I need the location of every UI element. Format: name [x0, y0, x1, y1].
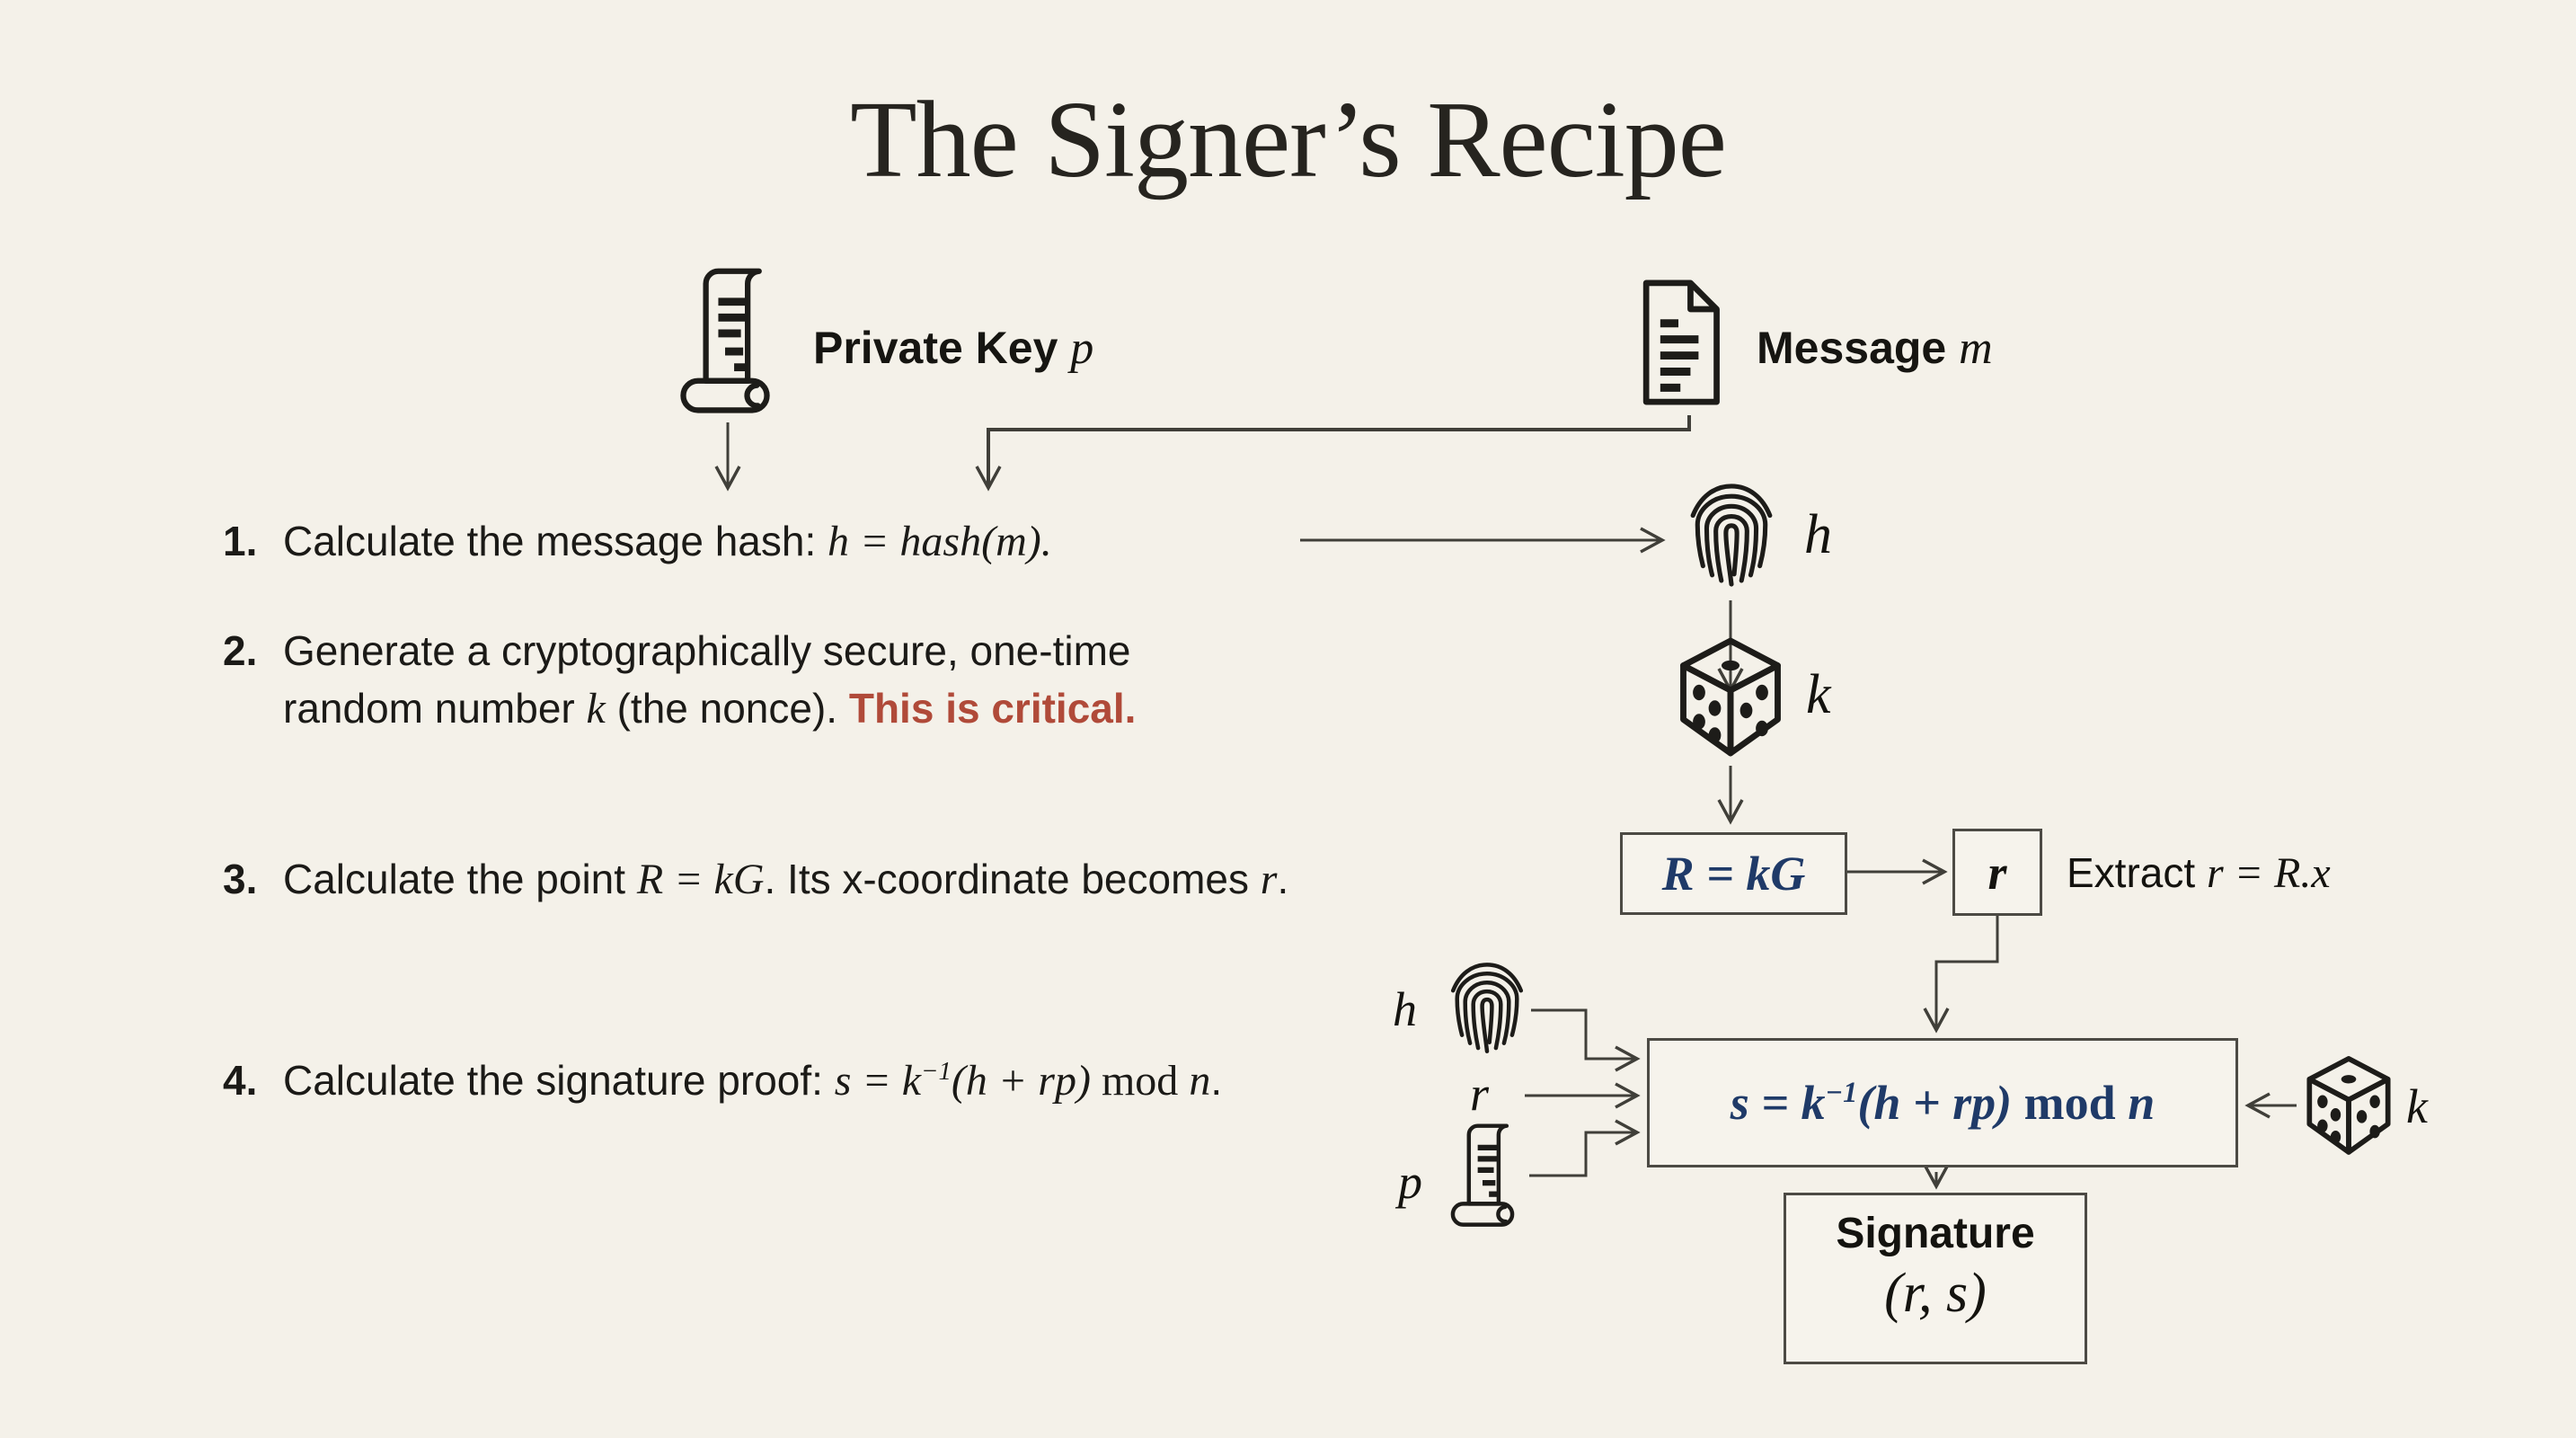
step-2-line2-after: (the nonce). — [605, 685, 849, 732]
step-4-formula: s = k−1(h + rp) mod n — [835, 1057, 1211, 1105]
hash-symbol: h — [1804, 504, 1832, 565]
extract-label: Extract r = R.x — [2067, 848, 2331, 898]
step-4-number: 4. — [223, 1057, 258, 1104]
r-box-value: r — [1987, 845, 2007, 900]
s-calc-box: s = k−1(h + rp) mod n — [1647, 1038, 2238, 1167]
signature-value: (r, s) — [1884, 1263, 1987, 1324]
message-text: Message — [1757, 323, 1960, 373]
step-2-line1: 2. Generate a cryptographically secure, o… — [223, 622, 1136, 679]
s-f-n: n — [2128, 1076, 2156, 1130]
nonce-input-symbol: k — [2406, 1079, 2428, 1133]
step-3-number: 3. — [223, 856, 258, 902]
fingerprint-small-icon — [1447, 958, 1527, 1059]
r-box: r — [1952, 829, 2042, 916]
arrow-key-input-to-sbox — [1529, 1119, 1641, 1177]
step-2-nonce-var: k — [586, 685, 606, 732]
dice-small-icon — [2302, 1044, 2395, 1170]
step-1-number: 1. — [223, 518, 258, 564]
extract-formula: r = R.x — [2206, 849, 2331, 897]
s-input-hash-symbol: h — [1393, 982, 1417, 1036]
fingerprint-icon — [1686, 479, 1777, 592]
s-calc-formula: s = k−1(h + rp) mod n — [1731, 1075, 2155, 1131]
scroll-icon — [668, 268, 782, 417]
nonce-symbol: k — [1806, 664, 1831, 725]
page-title: The Signer’s Recipe — [850, 79, 1727, 200]
private-key-text: Private Key — [813, 323, 1071, 373]
arrow-rbox-to-sbox — [1923, 916, 1999, 1034]
dice-icon — [1673, 636, 1788, 762]
r-calc-formula: R = kG — [1661, 847, 1806, 901]
step-4-f-pre: s = k — [834, 1057, 922, 1105]
step-4-f-sup: −1 — [921, 1057, 952, 1086]
s-f-mod: mod — [2012, 1076, 2129, 1130]
s-f-pre: s = k — [1730, 1076, 1826, 1130]
step-4-text: Calculate the signature proof: — [283, 1057, 835, 1104]
r-calc-box: R = kG — [1620, 832, 1847, 915]
step-2: 2. Generate a cryptographically secure, o… — [223, 622, 1136, 738]
step-3-var: r — [1260, 856, 1278, 903]
private-key-label: Private Key p — [813, 322, 1093, 375]
step-3: 3. Calculate the point R = kG. Its x-coor… — [223, 850, 1288, 909]
signature-label: Signature — [1836, 1210, 2035, 1257]
step-4-f-var: n — [1189, 1057, 1211, 1105]
document-icon — [1628, 272, 1729, 413]
step-4-text-after: . — [1210, 1057, 1223, 1104]
s-f-mid: (h + rp) — [1857, 1076, 2013, 1130]
step-3-formula: R = kG — [636, 856, 765, 903]
s-f-sup: −1 — [1825, 1077, 1858, 1109]
extract-text: Extract — [2067, 849, 2207, 896]
step-2-line2: random number k (the nonce). This is cri… — [223, 679, 1136, 738]
step-4: 4. Calculate the signature proof: s = k−1… — [223, 1052, 1222, 1110]
step-3-text-mid: . Its x-coordinate becomes — [764, 856, 1261, 902]
step-2-critical-text: This is critical. — [848, 685, 1137, 732]
step-2-line1-text: Generate a cryptographically secure, one… — [283, 627, 1131, 674]
step-4-f-mid: (h + rp) — [951, 1057, 1091, 1105]
step-3-text-after: . — [1277, 856, 1289, 902]
private-key-symbol: p — [1070, 323, 1094, 374]
message-label: Message m — [1757, 322, 1993, 375]
step-3-text: Calculate the point — [283, 856, 637, 902]
step-2-number: 2. — [223, 627, 258, 674]
step-2-line2-text: random number — [283, 685, 587, 732]
arrow-hash-input-to-sbox — [1531, 1008, 1641, 1072]
scroll-small-icon — [1441, 1123, 1524, 1229]
arrow-message-elbow — [975, 415, 1691, 492]
s-input-r-symbol: r — [1470, 1067, 1490, 1121]
step-4-f-mod: mod — [1090, 1057, 1190, 1105]
step-1-formula: h = hash(m). — [828, 518, 1052, 565]
s-input-key-symbol: p — [1398, 1155, 1422, 1209]
step-1-text: Calculate the message hash: — [283, 518, 828, 564]
step-1: 1. Calculate the message hash: h = hash(m… — [223, 512, 1052, 571]
signature-box: Signature (r, s) — [1784, 1193, 2087, 1364]
message-symbol: m — [1959, 323, 1993, 374]
